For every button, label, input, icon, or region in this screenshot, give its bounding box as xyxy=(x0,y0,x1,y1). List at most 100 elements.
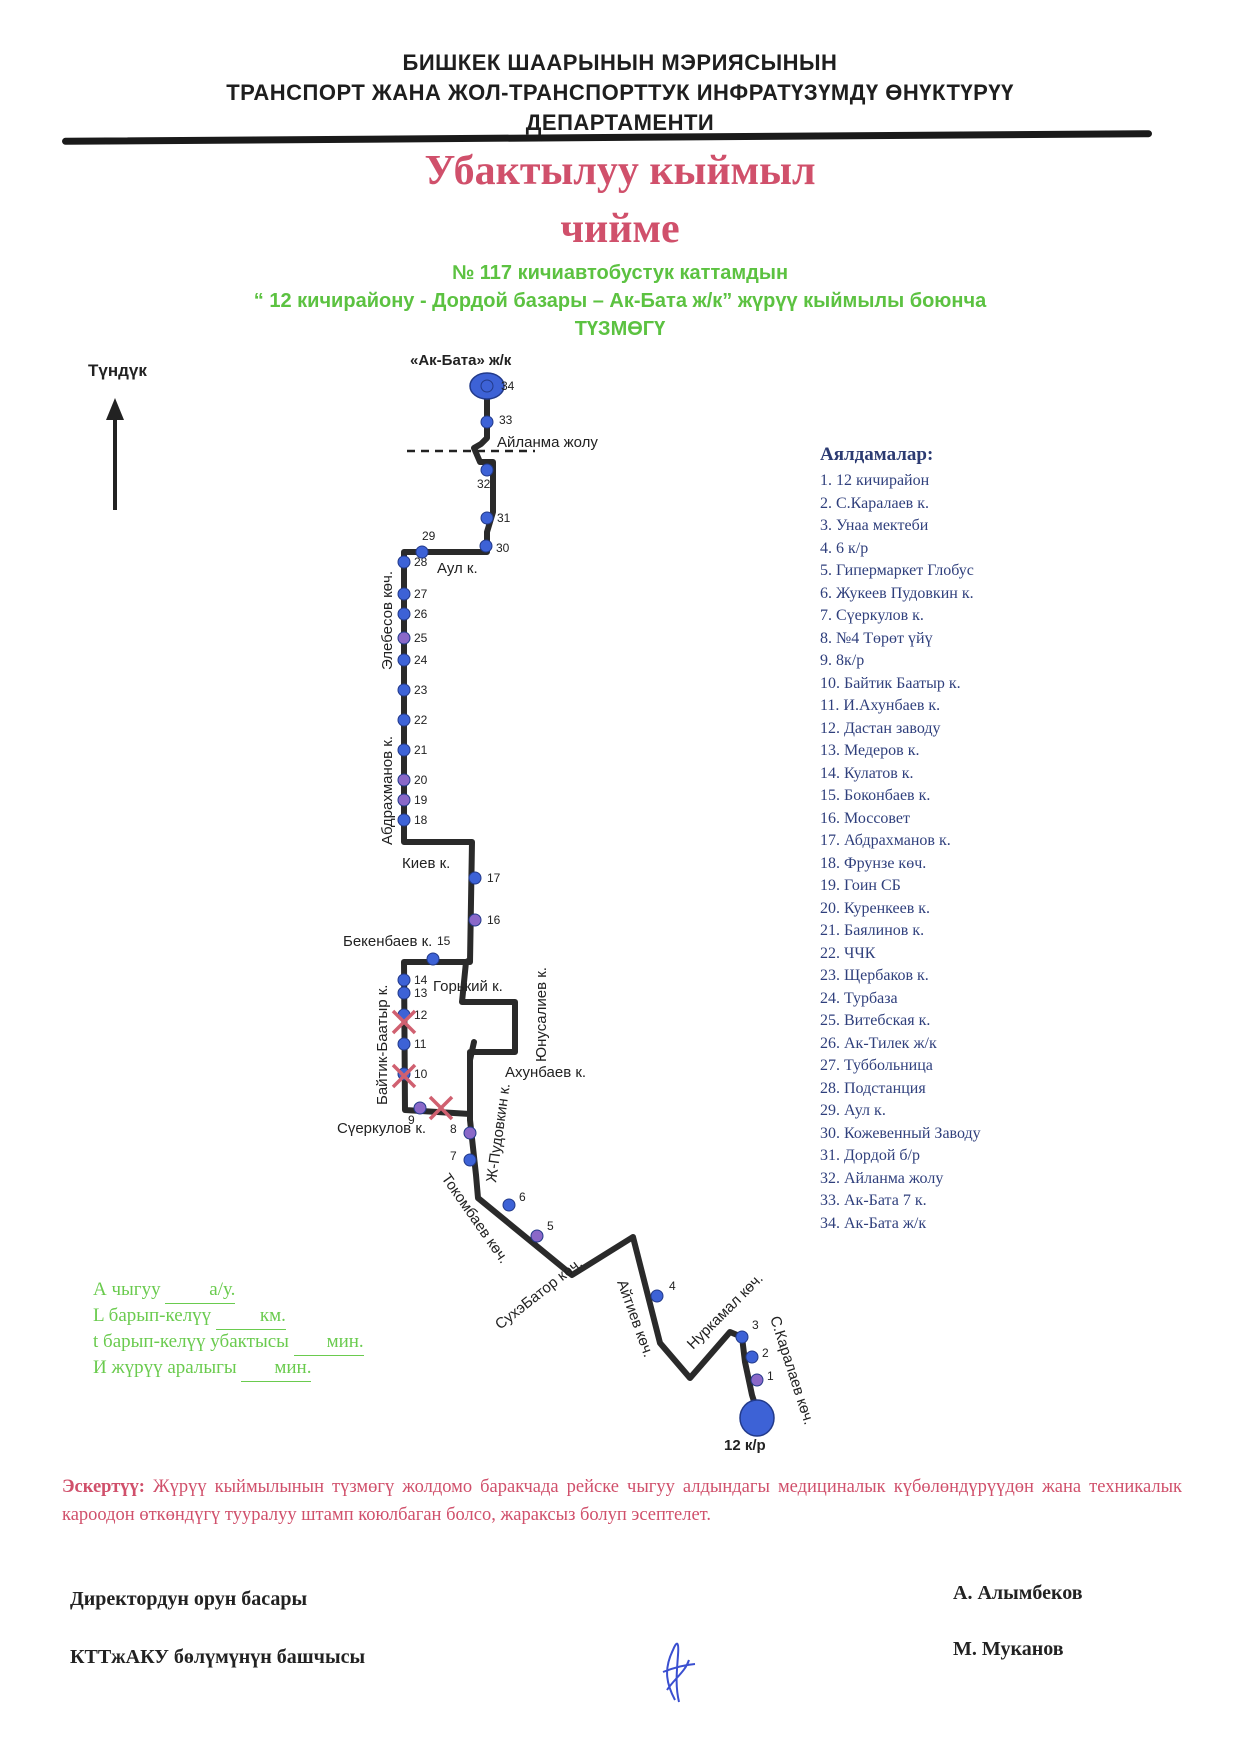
header-line-2: ТРАНСПОРТ ЖАНА ЖОЛ-ТРАНСПОРТТУК ИНФРАТҮЗ… xyxy=(226,80,1014,105)
stop-number: 2 xyxy=(762,1346,769,1360)
stop-list-item: 7. Сүеркулов к. xyxy=(820,607,924,624)
street-gorky: Горький к. xyxy=(433,978,503,995)
stop-number: 15 xyxy=(437,934,451,948)
ring-road-label: Айланма жолу xyxy=(497,434,598,451)
stop-marker xyxy=(480,379,494,393)
signature-position-1: Директордун орун басары xyxy=(70,1588,308,1610)
stop-number: 5 xyxy=(547,1219,554,1233)
stop-list-item: 10. Байтик Баатыр к. xyxy=(820,674,961,692)
stop-list-item: 11. И.Ахунбаев к. xyxy=(820,697,941,714)
stop-marker xyxy=(397,607,411,621)
stop-list-item: 4. 6 к/р xyxy=(820,539,869,557)
stop-list-item: 21. Баялинов к. xyxy=(820,922,925,939)
stop-number: 1 xyxy=(767,1369,774,1383)
terminus-start-marker xyxy=(739,1399,775,1437)
stop-marker xyxy=(479,539,493,553)
stop-number: 29 xyxy=(422,529,436,543)
stop-number: 10 xyxy=(414,1067,428,1081)
stop-marker xyxy=(413,1101,427,1115)
stop-list-item: 28. Подстанция xyxy=(820,1079,926,1097)
stop-number: 26 xyxy=(414,607,428,621)
street-bekenbaev: Бекенбаев к. xyxy=(343,933,432,950)
stop-marker xyxy=(463,1153,477,1167)
stop-marker xyxy=(530,1229,544,1243)
param-value: мин. xyxy=(293,1329,364,1356)
param-row: L барып-келүү км. xyxy=(93,1303,364,1330)
stop-marker xyxy=(397,773,411,787)
note-text: Жүрүү кыймылынын түзмөгү жолдомо баракча… xyxy=(62,1477,1182,1525)
param-row: И жүрүү аралыгы мин. xyxy=(93,1355,364,1382)
stop-list-item: 2. С.Каралаев к. xyxy=(820,494,929,512)
header-line-1: БИШКЕК ШААРЫНЫН МЭРИЯСЫНЫН xyxy=(402,50,838,75)
stop-number: 21 xyxy=(414,743,428,757)
stop-list-item: 1. 12 кичирайон xyxy=(820,472,930,489)
stop-marker xyxy=(397,973,411,987)
param-label: А чыгуу xyxy=(93,1279,166,1300)
stop-list-item: 16. Моссовет xyxy=(820,809,910,827)
stop-number: 27 xyxy=(414,587,428,601)
param-label: t барып-келүү убактысы xyxy=(93,1331,294,1352)
stop-list-item: 33. Ак-Бата 7 к. xyxy=(820,1192,927,1209)
stop-marker xyxy=(397,1037,411,1051)
stop-list-item: 34. Ак-Бата ж/к xyxy=(820,1214,927,1232)
stop-list-item: 23. Щербаков к. xyxy=(820,967,929,984)
subtitle-line-2: “ 12 кичирайону - Дордой базары – Ак-Бат… xyxy=(253,290,987,312)
stop-marker xyxy=(397,813,411,827)
param-row: А чыгуу а/у. xyxy=(93,1277,364,1304)
stop-marker xyxy=(502,1198,516,1212)
handwritten-signature xyxy=(662,1642,696,1703)
title-line-2: чийме xyxy=(560,206,680,252)
street-akhunbaev: Ахунбаев к. xyxy=(505,1064,586,1081)
stop-marker xyxy=(468,871,482,885)
stop-marker xyxy=(480,511,494,525)
street-aitiev: Айтиев көч. xyxy=(613,1278,657,1360)
param-row: t барып-келүү убактысы мин. xyxy=(93,1329,364,1356)
stop-marker xyxy=(397,555,411,569)
param-value: км. xyxy=(215,1303,286,1330)
start-terminus-label: 12 к/р xyxy=(724,1437,766,1454)
stop-list-item: 13. Медеров к. xyxy=(820,742,920,759)
stop-list-item: 25. Витебская к. xyxy=(820,1012,931,1029)
stop-marker xyxy=(397,631,411,645)
stop-number: 32 xyxy=(477,477,491,491)
stop-number: 17 xyxy=(487,871,501,885)
street-abdrakhmanov: Абдрахманов к. xyxy=(379,736,396,845)
subtitle-line-1: № 117 кичиавтобустук каттамдын xyxy=(451,262,789,284)
note-label: Эскертүү: xyxy=(62,1477,145,1497)
north-arrow-icon xyxy=(106,398,124,510)
street-yunusaliev: Юнусалиев к. xyxy=(533,967,550,1062)
stop-marker xyxy=(397,743,411,757)
stop-list-item: 9. 8к/р xyxy=(820,652,865,669)
stop-list-item: 6. Жукеев Пудовкин к. xyxy=(820,584,974,602)
param-value: а/у. xyxy=(165,1277,236,1304)
street-nurkamal: Нуркамал көч. xyxy=(684,1270,767,1353)
stop-number: 24 xyxy=(414,653,428,667)
street-baitik: Байтик-Баатыр к. xyxy=(374,985,391,1105)
stop-list-item: 12. Дастан заводу xyxy=(820,719,941,737)
header-line-3: ДЕПАРТАМЕНТИ xyxy=(525,110,715,135)
stop-marker xyxy=(735,1330,749,1344)
stop-marker xyxy=(397,713,411,727)
stop-number: 3 xyxy=(752,1318,759,1332)
stop-number: 19 xyxy=(414,793,428,807)
stop-number: 12 xyxy=(414,1008,428,1022)
stop-list-item: 18. Фрунзе көч. xyxy=(820,854,927,872)
stop-marker xyxy=(397,793,411,807)
stop-marker xyxy=(480,463,494,477)
stop-number: 8 xyxy=(450,1122,457,1136)
stop-list-item: 19. Гоин СБ xyxy=(820,877,901,894)
stop-marker xyxy=(397,683,411,697)
stop-list-item: 22. ЧЧК xyxy=(820,944,876,962)
street-tokombaev: Токомбаев көч. xyxy=(438,1171,512,1267)
trip-params: А чыгуу а/у.L барып-келүү км.t барып-кел… xyxy=(93,1277,364,1382)
stop-list-item: 3. Унаа мектеби xyxy=(820,517,929,534)
signature-name-1: А. Алымбеков xyxy=(953,1582,1083,1604)
stop-marker xyxy=(426,952,440,966)
stop-marker xyxy=(750,1373,764,1387)
stops-title: Аялдамалар: xyxy=(820,444,934,465)
street-pudovkin: Ж-Пудовкин к. xyxy=(483,1082,514,1183)
stop-number: 28 xyxy=(414,555,428,569)
stop-number: 4 xyxy=(669,1279,676,1293)
